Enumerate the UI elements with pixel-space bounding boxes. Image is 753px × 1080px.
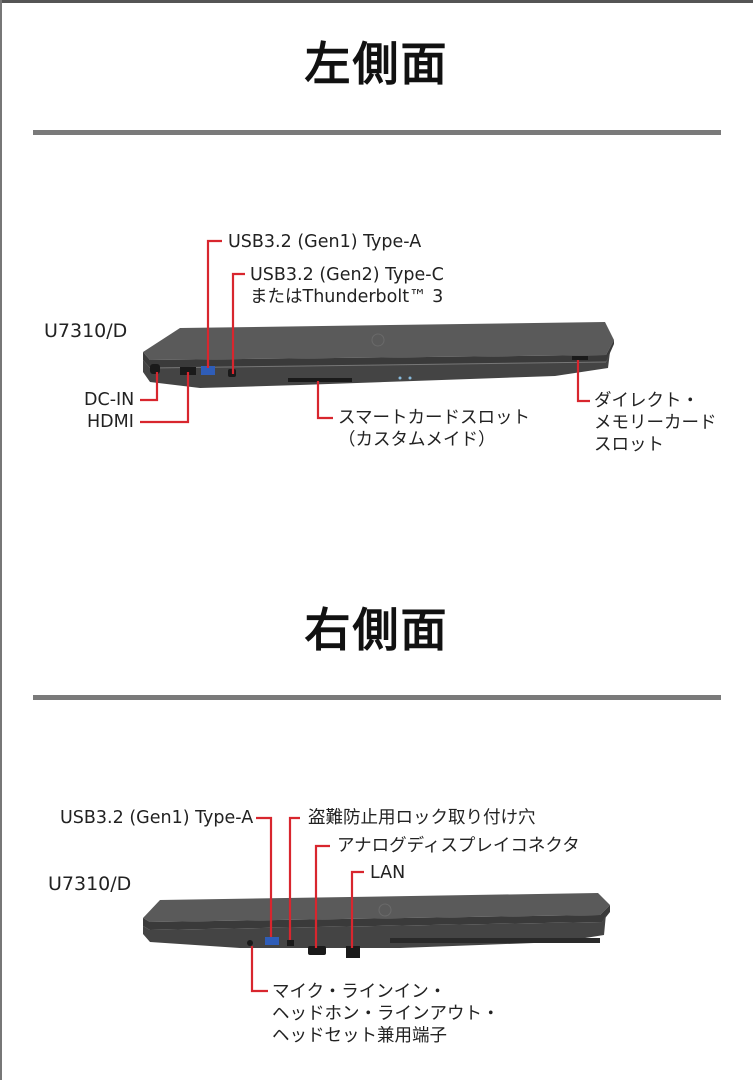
left-side-divider <box>33 130 721 135</box>
laptop-left-view <box>143 322 614 388</box>
left-smartcard-label-line2: （カスタムメイド） <box>338 430 496 450</box>
left-memcard-label-line3: スロット <box>594 435 664 455</box>
laptop-right-view <box>143 893 610 958</box>
left-usb-c-label-line1: USB3.2 (Gen2) Type-C <box>250 265 444 285</box>
right-usb-a-label: USB3.2 (Gen1) Type-A <box>60 808 254 828</box>
left-border <box>0 0 2 1080</box>
right-audio-label-line1: マイク・ラインイン・ <box>272 982 447 1002</box>
left-usb-c-label-line2: またはThunderbolt™ 3 <box>250 287 444 307</box>
right-side-divider <box>33 695 721 700</box>
right-side-title: 右側面 <box>304 603 449 657</box>
top-border <box>0 0 753 3</box>
left-memcard-label: ダイレクト・ メモリーカード スロット <box>594 390 717 456</box>
right-audio-label-line2: ヘッドホン・ラインアウト・ <box>272 1004 500 1024</box>
left-leader-lines <box>140 239 590 424</box>
right-model-name: U7310/D <box>48 873 132 895</box>
left-usb-a-label: USB3.2 (Gen1) Type-A <box>228 232 422 252</box>
left-hdmi-label: HDMI <box>87 412 134 432</box>
right-vga-label: アナログディスプレイコネクタ <box>337 836 580 856</box>
right-lock-label: 盗難防止用ロック取り付け穴 <box>308 808 536 828</box>
right-audio-label: マイク・ラインイン・ ヘッドホン・ラインアウト・ ヘッドセット兼用端子 <box>272 981 500 1047</box>
right-leader-lines <box>250 816 364 993</box>
left-memcard-label-line2: メモリーカード <box>594 413 717 433</box>
left-side-title: 左側面 <box>304 37 449 91</box>
right-lan-label: LAN <box>370 863 406 883</box>
left-smartcard-label-line1: スマートカードスロット <box>338 408 530 428</box>
right-audio-label-line3: ヘッドセット兼用端子 <box>272 1026 447 1046</box>
left-model-name: U7310/D <box>44 320 128 342</box>
left-memcard-label-line1: ダイレクト・ <box>594 391 699 411</box>
left-dc-in-label: DC-IN <box>84 390 135 410</box>
left-usb-c-label: USB3.2 (Gen2) Type-C またはThunderbolt™ 3 <box>250 264 444 308</box>
left-smartcard-label: スマートカードスロット （カスタムメイド） <box>338 407 530 451</box>
